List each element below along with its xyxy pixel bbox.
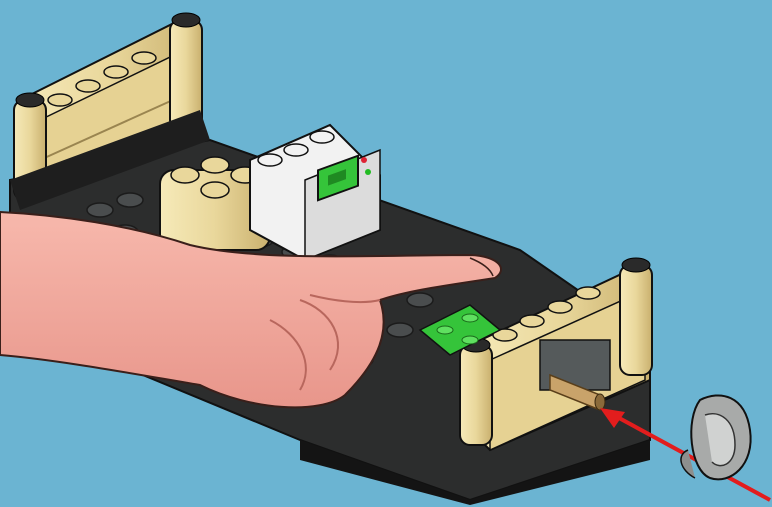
gear-part-icon <box>681 395 751 479</box>
